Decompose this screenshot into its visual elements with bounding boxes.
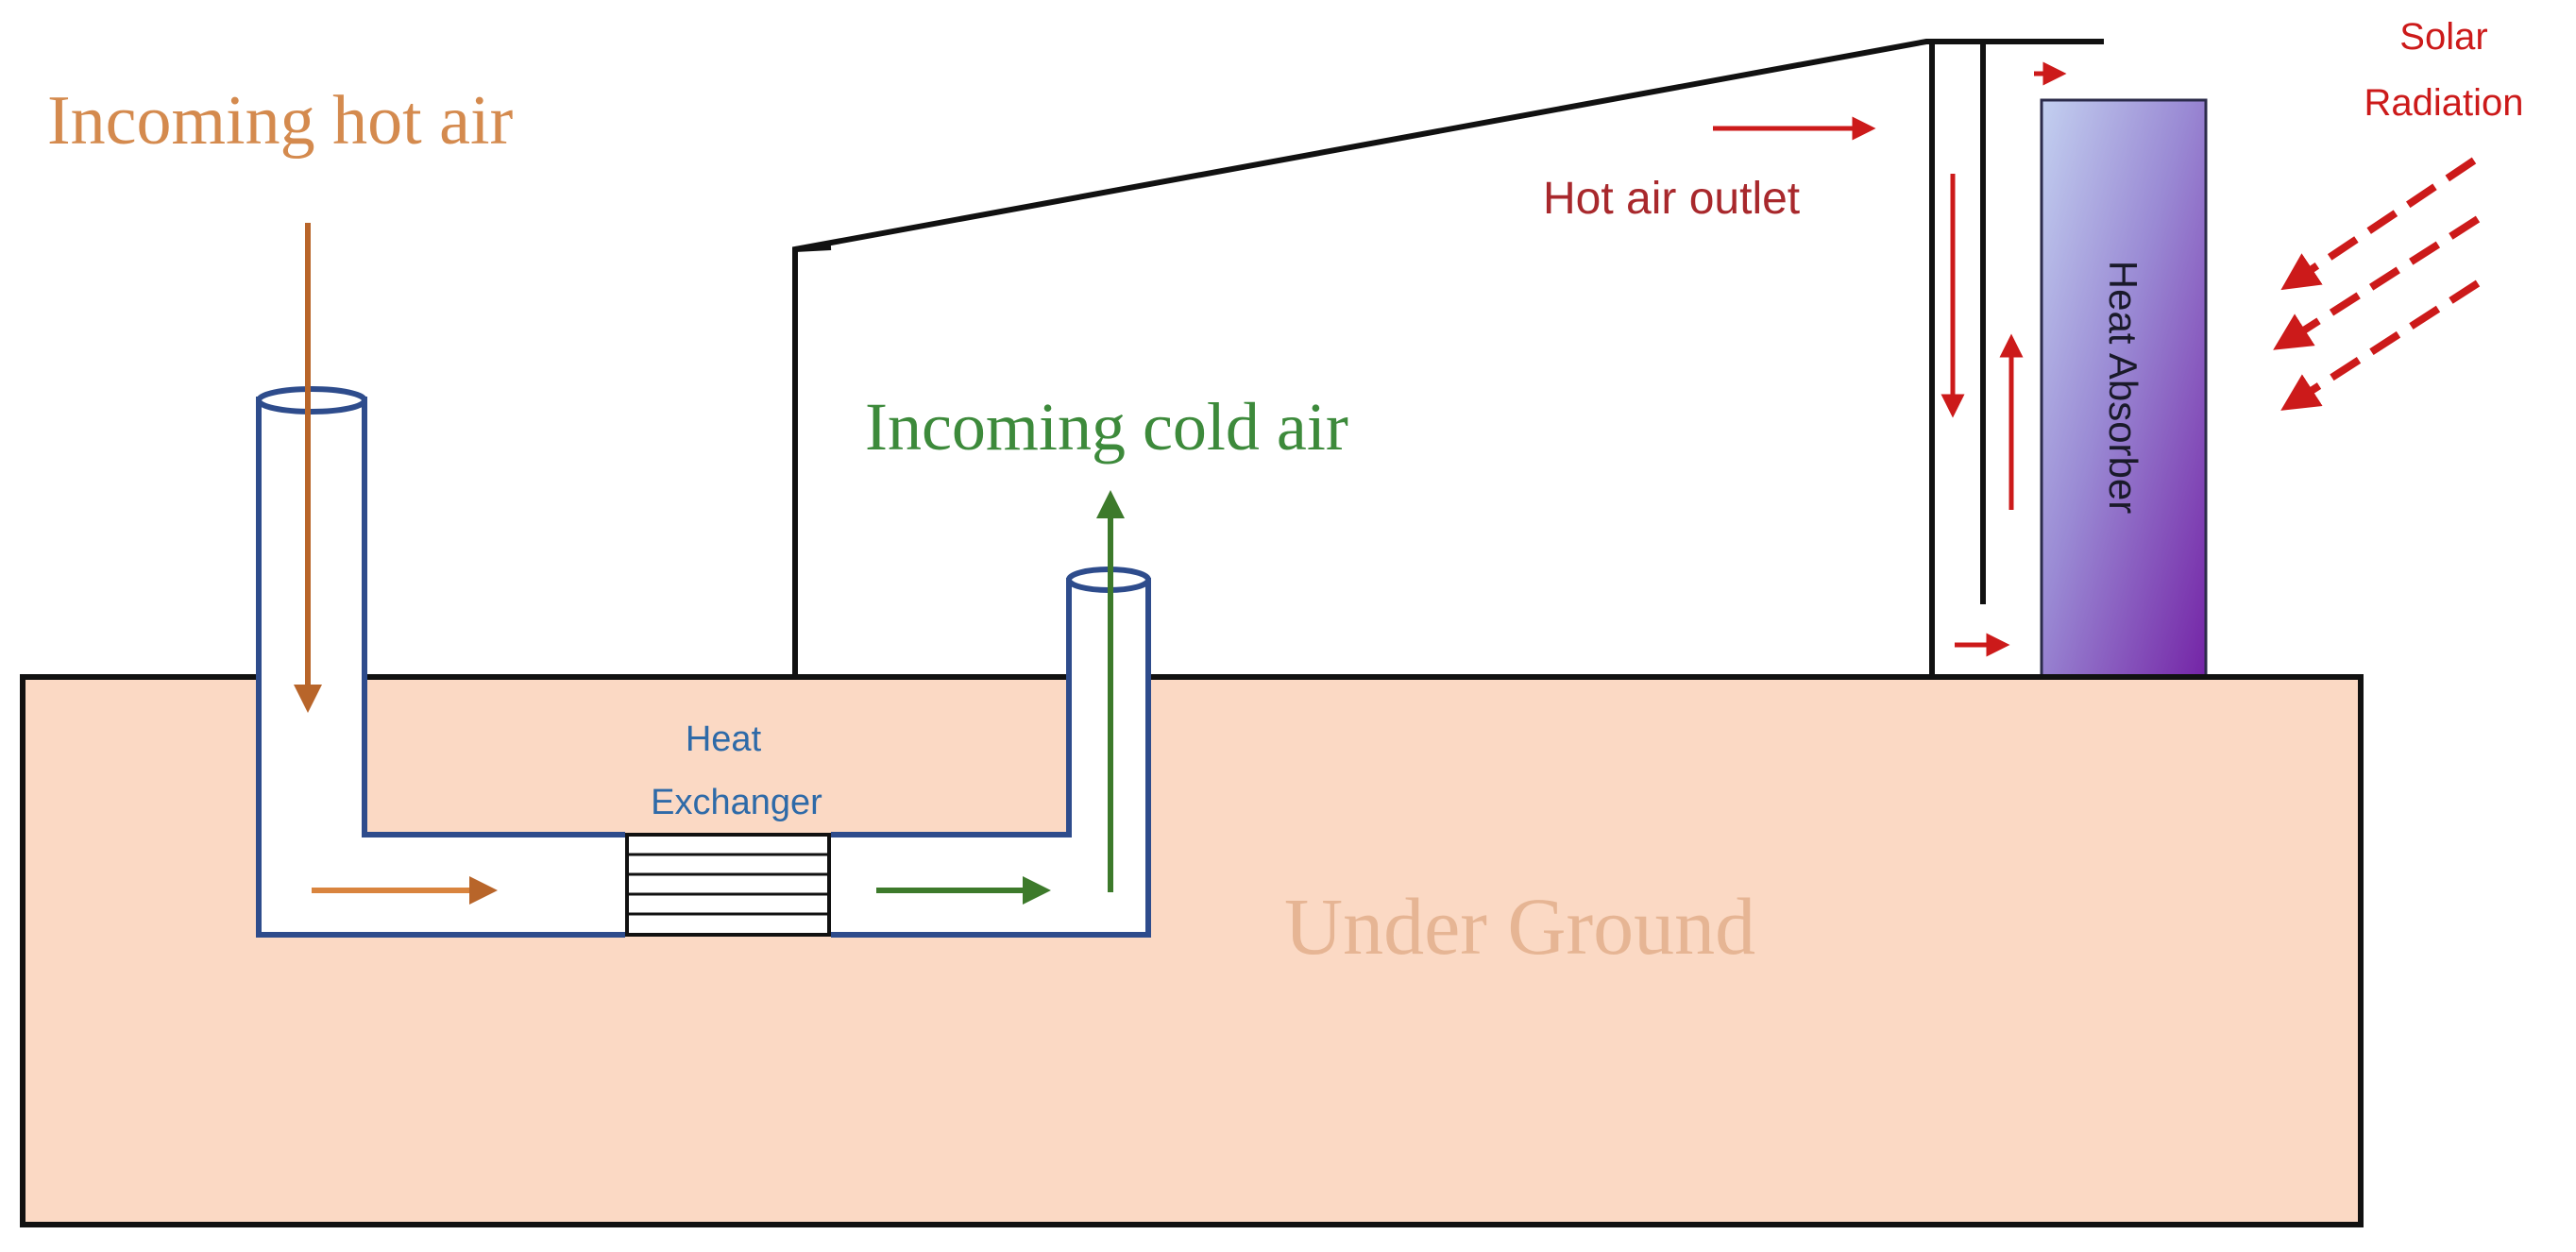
solar-radiation-label-2: Radiation — [2364, 82, 2523, 124]
solar-ray-3 — [2280, 279, 2481, 411]
hot-air-outlet-label: Hot air outlet — [1543, 174, 1800, 224]
horizontal-pipe-bore-left — [262, 837, 626, 932]
underground-block — [20, 674, 2364, 1227]
pipe-wall-inner — [362, 397, 625, 837]
pipe-wall-outer — [256, 397, 625, 938]
inlet-pipe-opening — [256, 386, 367, 415]
incoming-cold-air-label: Incoming cold air — [865, 389, 1348, 465]
roof-eave — [794, 245, 832, 252]
building-outline — [792, 39, 2104, 677]
heat-absorber-label: Heat Absorber — [2101, 261, 2145, 515]
solar-radiation-label-1: Solar — [2399, 16, 2487, 58]
heat-exchanger — [625, 833, 831, 937]
heat-absorber — [2040, 98, 2208, 679]
pipe-wall-outlet-outer — [831, 578, 1151, 938]
solar-ray-1 — [2280, 157, 2477, 291]
heat-exchanger-label-1: Heat — [686, 719, 762, 759]
solar-ray-2 — [2273, 215, 2481, 350]
under-ground-label: Under Ground — [1284, 881, 1755, 972]
incoming-hot-air-label: Incoming hot air — [47, 82, 513, 160]
heat-exchanger-label-2: Exchanger — [651, 783, 822, 822]
pipe-wall-outlet-inner — [831, 578, 1072, 837]
